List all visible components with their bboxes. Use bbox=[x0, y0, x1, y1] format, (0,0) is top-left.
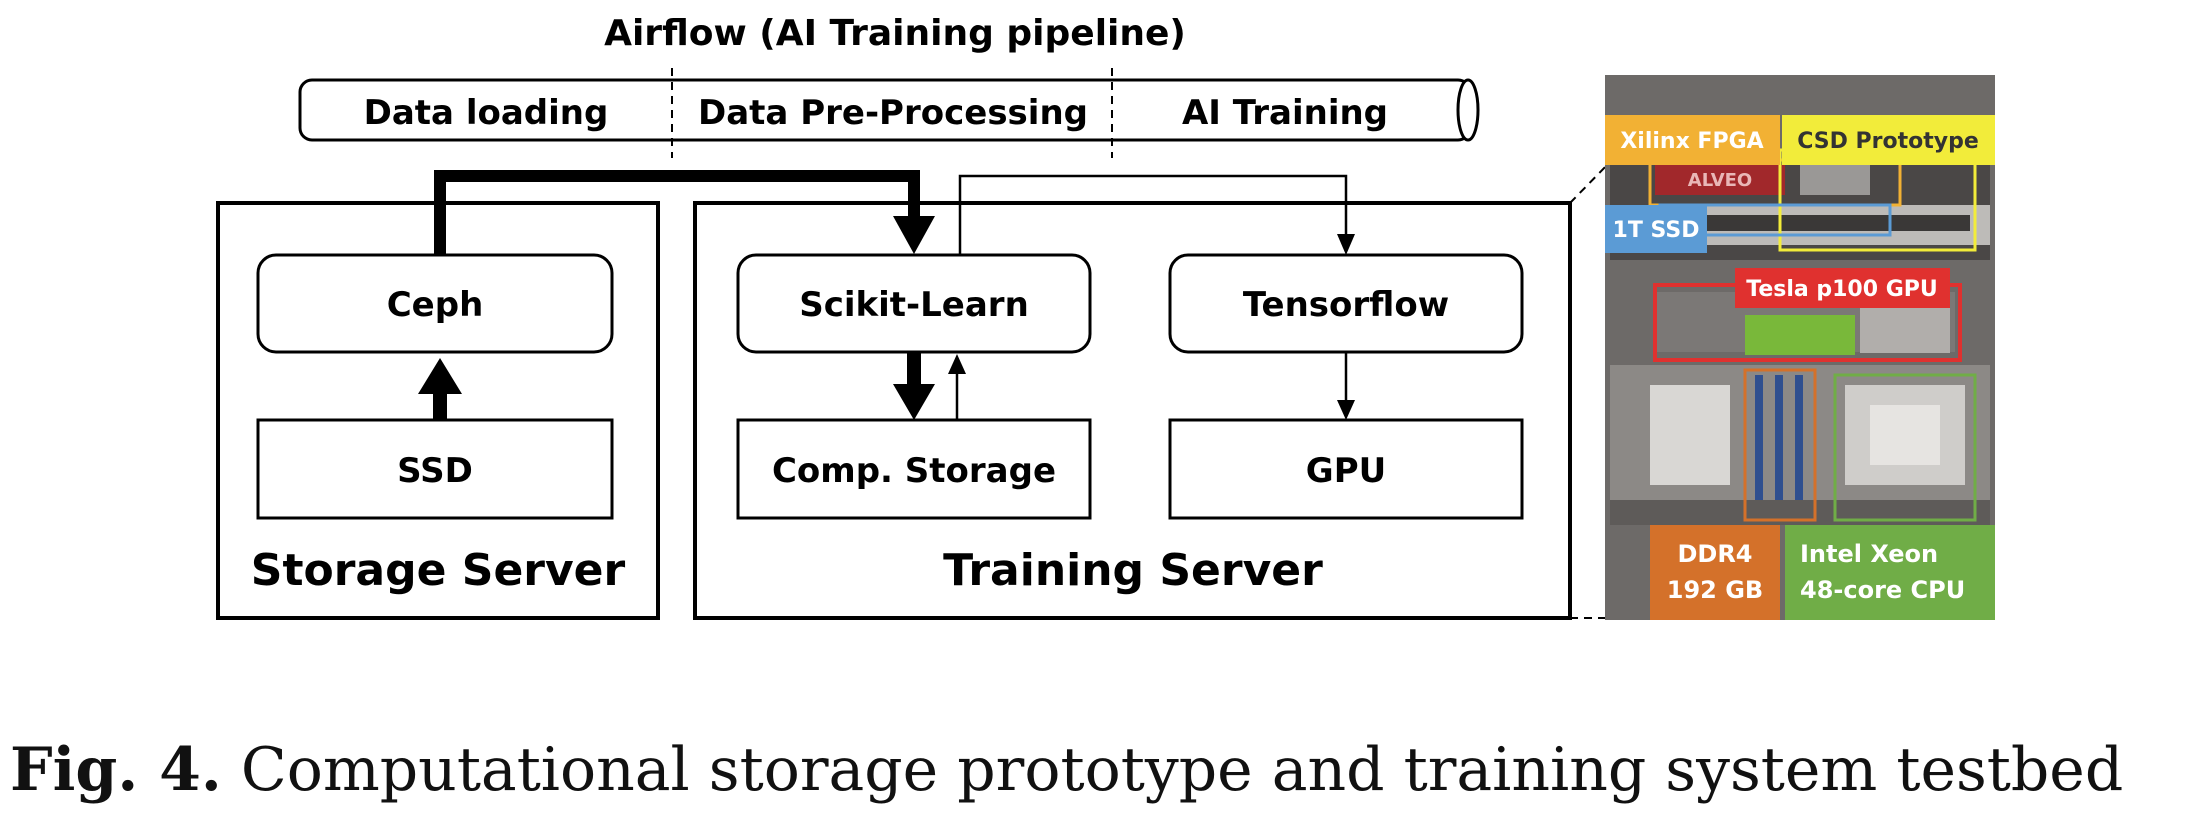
ssd-label: SSD bbox=[397, 451, 473, 491]
photo-gpu-label: Tesla p100 GPU bbox=[1746, 277, 1938, 302]
photo-ddr-label-1: DDR4 bbox=[1677, 540, 1752, 568]
photo-cpu-label-2: 48-core CPU bbox=[1800, 576, 1965, 604]
photo-cpu-label-1: Intel Xeon bbox=[1800, 540, 1938, 568]
pipeline-stage-data-loading: Data loading bbox=[364, 93, 609, 133]
photo-csd-label: CSD Prototype bbox=[1797, 129, 1979, 154]
arrow-scikit-to-compstorage bbox=[893, 352, 935, 420]
photo-ddr-badge bbox=[1650, 525, 1780, 620]
ceph-label: Ceph bbox=[387, 285, 484, 325]
pipeline-tube bbox=[298, 68, 1480, 158]
figure-caption: Fig. 4. Computational storage prototype … bbox=[10, 730, 2195, 810]
pipeline-title: Airflow (AI Training pipeline) bbox=[604, 13, 1186, 54]
caption-prefix: Fig. 4. bbox=[10, 735, 222, 805]
tensorflow-label: Tensorflow bbox=[1243, 285, 1449, 325]
photo-fpga-badge bbox=[1605, 115, 1780, 165]
storage-server-label: Storage Server bbox=[251, 545, 626, 596]
arrow-ceph-to-scikit bbox=[434, 170, 935, 255]
photo-ssd-label: 1T SSD bbox=[1613, 218, 1700, 243]
caption-text: Computational storage prototype and trai… bbox=[221, 735, 2124, 805]
photo-ddr-outline bbox=[1743, 368, 1817, 522]
photo-cpu-badge bbox=[1785, 525, 1995, 620]
comp-storage-label: Comp. Storage bbox=[772, 451, 1056, 491]
photo-ssd-badge bbox=[1605, 205, 1707, 253]
photo-alveo-label: ALVEO bbox=[1688, 170, 1752, 191]
ssd-box bbox=[256, 418, 614, 520]
training-server-label: Training Server bbox=[943, 545, 1323, 596]
arrow-tensorflow-to-gpu bbox=[1337, 352, 1355, 420]
arrow-ssd-to-ceph bbox=[418, 358, 462, 420]
photo-csd-badge bbox=[1782, 115, 1995, 165]
pipeline-stage-preprocessing: Data Pre-Processing bbox=[698, 93, 1088, 133]
arrow-compstorage-to-scikit bbox=[948, 354, 966, 420]
photo-cpu-outline bbox=[1833, 373, 1977, 522]
scikit-learn-label: Scikit-Learn bbox=[799, 285, 1029, 325]
training-server-box bbox=[693, 201, 1572, 620]
gpu-box bbox=[1168, 418, 1524, 520]
gpu-label: GPU bbox=[1306, 451, 1386, 491]
photo-ddr-label-2: 192 GB bbox=[1667, 576, 1763, 604]
photo-connector-top bbox=[1569, 159, 1613, 204]
photo-fpga-label: Xilinx FPGA bbox=[1620, 129, 1763, 154]
photo-gpu-badge bbox=[1735, 268, 1950, 308]
arrow-scikit-to-tensorflow bbox=[958, 174, 1355, 255]
pipeline-stage-ai-training: AI Training bbox=[1182, 93, 1388, 133]
